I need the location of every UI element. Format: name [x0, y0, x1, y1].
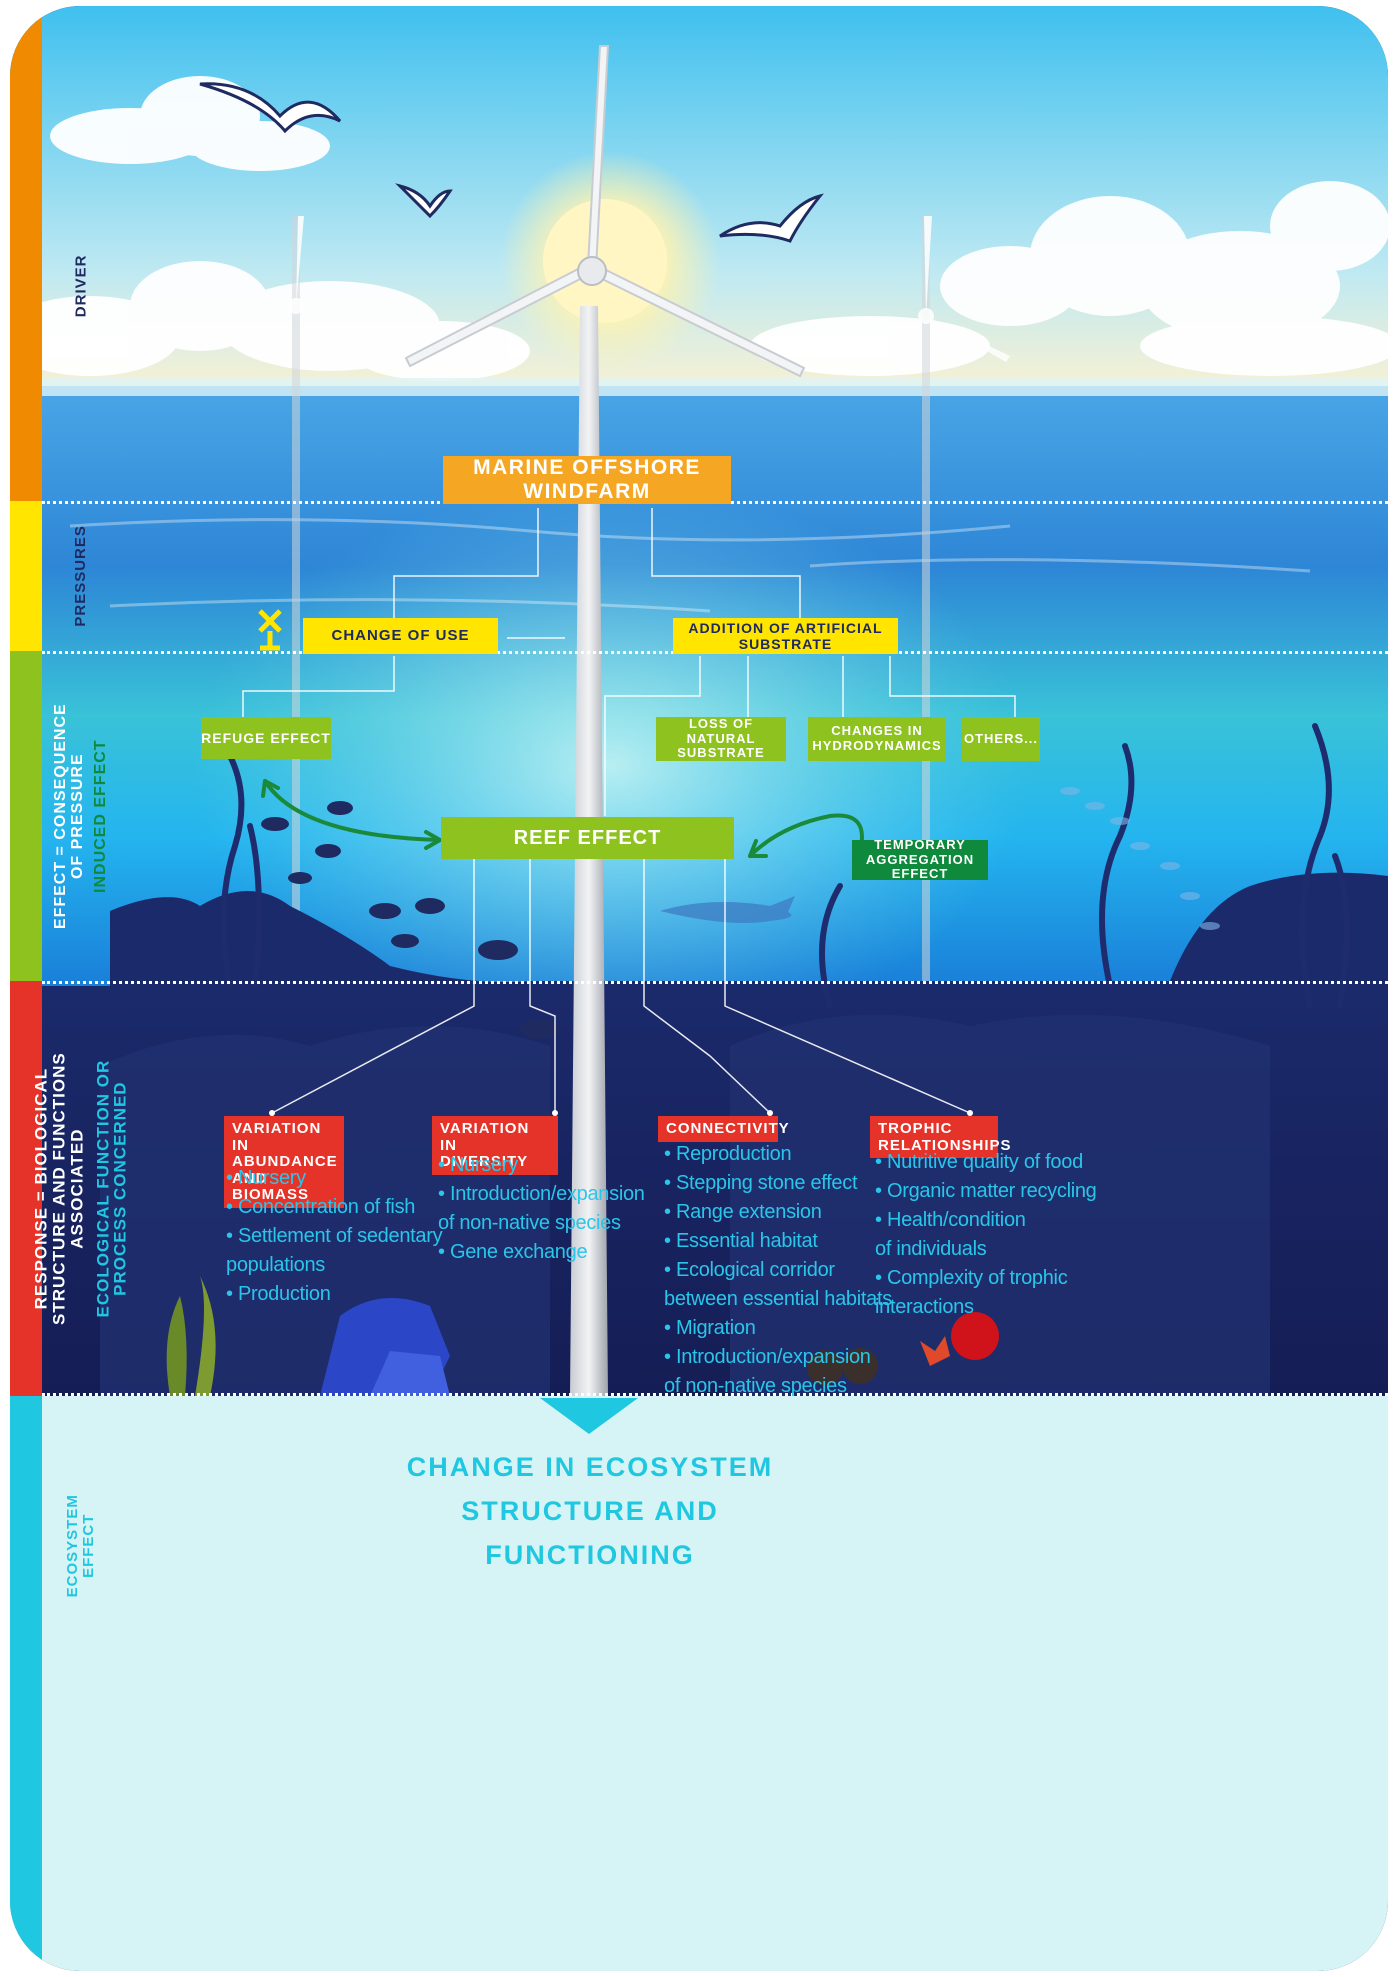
list-item: • Reproduction — [664, 1143, 792, 1165]
response-abundance-list: • Nursery • Concentration of fish • Sett… — [226, 1164, 443, 1309]
effect-row-label: EFFECT = CONSEQUENCE OF PRESSURE INDUCED… — [42, 651, 120, 981]
temporary-aggregation-box: TEMPORARY AGGREGATION EFFECT — [852, 837, 988, 881]
list-item: of non-native species — [438, 1212, 621, 1234]
list-item: • Introduction/expansion — [664, 1346, 871, 1368]
row-divider — [42, 1393, 1388, 1396]
driver-row-label: DRIVER — [42, 6, 120, 566]
pressures-label: PRESSURES — [72, 525, 90, 627]
row-divider — [42, 981, 1388, 984]
effect-labels: EFFECT = CONSEQUENCE OF PRESSURE INDUCED… — [51, 701, 109, 931]
response-diversity-title: VARIATION IN DIVERSITY — [432, 1116, 558, 1175]
list-item: • Stepping stone effect — [664, 1172, 858, 1194]
list-item: interactions — [875, 1296, 974, 1318]
list-item: • Introduction/expansion — [438, 1183, 645, 1205]
driver-box: MARINE OFFSHORE WINDFARM — [443, 456, 731, 504]
loss-natural-substrate-box: LOSS OF NATURAL SUBSTRATE — [656, 716, 786, 761]
ecosystem-effect-title: CHANGE IN ECOSYSTEM STRUCTURE AND FUNCTI… — [406, 1452, 774, 1570]
effect-main-label: EFFECT = CONSEQUENCE OF PRESSURE — [51, 703, 86, 929]
list-item: • Essential habitat — [664, 1230, 818, 1252]
list-item: • Organic matter recycling — [875, 1180, 1097, 1202]
list-item: of individuals — [875, 1238, 987, 1260]
list-item: • Settlement of sedentary — [226, 1225, 443, 1247]
response-trophic-list: • Nutritive quality of food • Organic ma… — [875, 1148, 1097, 1322]
pressures-row-label: PRESSURES — [42, 501, 120, 651]
response-diversity-list: • Nursery • Introduction/expansion of no… — [438, 1151, 645, 1267]
effect-sub-label: INDUCED EFFECT — [91, 739, 109, 893]
windfarm-scene — [10, 6, 1388, 1971]
infographic-card: DRIVER PRESSURES EFFECT = CONSEQUENCE OF… — [10, 6, 1388, 1971]
ecosystem-label: ECOSYSTEM EFFECT — [64, 1494, 97, 1598]
response-trophic-title: TROPHIC RELATIONSHIPS — [870, 1116, 1011, 1158]
list-item: • Nursery — [226, 1167, 306, 1189]
list-item: • Concentration of fish — [226, 1196, 416, 1218]
response-connectivity-list: • Reproduction • Stepping stone effect •… — [664, 1140, 892, 1401]
list-item: • Gene exchange — [438, 1241, 588, 1263]
artificial-substrate-box: ADDITION OF ARTIFICIAL SUBSTRATE — [673, 618, 898, 654]
response-labels: RESPONSE = BIOLOGICAL STRUCTURE AND FUNC… — [31, 1019, 130, 1359]
response-band — [10, 981, 42, 1396]
list-item: of non-native species — [664, 1375, 847, 1397]
effect-band — [10, 651, 42, 981]
response-connectivity-title: CONNECTIVITY — [658, 1116, 789, 1142]
list-item: • Range extension — [664, 1201, 822, 1223]
refuge-effect-box: REFUGE EFFECT — [201, 717, 331, 759]
list-item: • Nutritive quality of food — [875, 1151, 1083, 1173]
driver-band — [10, 6, 42, 501]
reef-effect-box: REEF EFFECT — [441, 817, 734, 859]
list-item: between essential habitats — [664, 1288, 892, 1310]
response-abundance-title: VARIATION IN ABUNDANCE AND BIOMASS — [224, 1116, 344, 1208]
driver-label: DRIVER — [72, 254, 90, 318]
list-item: • Nursery — [438, 1154, 518, 1176]
change-of-use-box: CHANGE OF USE — [303, 618, 498, 654]
ecosystem-band — [10, 1396, 42, 1971]
response-row-label: RESPONSE = BIOLOGICAL STRUCTURE AND FUNC… — [31, 981, 129, 1396]
list-item: • Production — [226, 1283, 331, 1305]
ecosystem-row-label: ECOSYSTEM EFFECT — [42, 1396, 120, 1696]
others-box: OTHERS... — [962, 717, 1040, 761]
response-main-label: RESPONSE = BIOLOGICAL STRUCTURE AND FUNC… — [31, 1052, 87, 1325]
list-item: populations — [226, 1254, 326, 1276]
list-item: • Migration — [664, 1317, 756, 1339]
list-item: • Health/condition — [875, 1209, 1026, 1231]
list-item: • Complexity of trophic — [875, 1267, 1068, 1289]
list-item: • Ecological corridor — [664, 1259, 835, 1281]
response-sub-label: ECOLOGICAL FUNCTION OR PROCESS CONCERNED — [92, 1059, 130, 1318]
hydrodynamics-box: CHANGES IN HYDRODYNAMICS — [808, 717, 946, 761]
pressures-band — [10, 501, 42, 651]
